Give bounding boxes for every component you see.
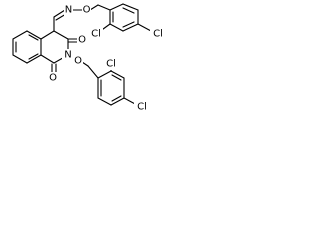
atom-cl-bottom-right: Cl: [137, 102, 147, 113]
atom-cl-top-left: Cl: [91, 29, 101, 40]
atom-cl-bottom-left: Cl: [106, 59, 116, 70]
atom-o-ring-c3: O: [78, 35, 86, 46]
atom-labels: O N Cl Cl N O O O Cl Cl: [48, 4, 166, 113]
chemical-structure: O N Cl Cl N O O O Cl Cl: [12, 3, 166, 113]
atom-o-top: O: [83, 5, 91, 16]
atom-n-imine: N: [65, 5, 72, 16]
atom-o-ring-c1: O: [49, 73, 57, 84]
atom-o-n-ether: O: [74, 56, 82, 67]
bonds: [12, 3, 152, 106]
atom-cl-top-right: Cl: [153, 29, 163, 40]
atom-n-ring: N: [64, 50, 71, 61]
